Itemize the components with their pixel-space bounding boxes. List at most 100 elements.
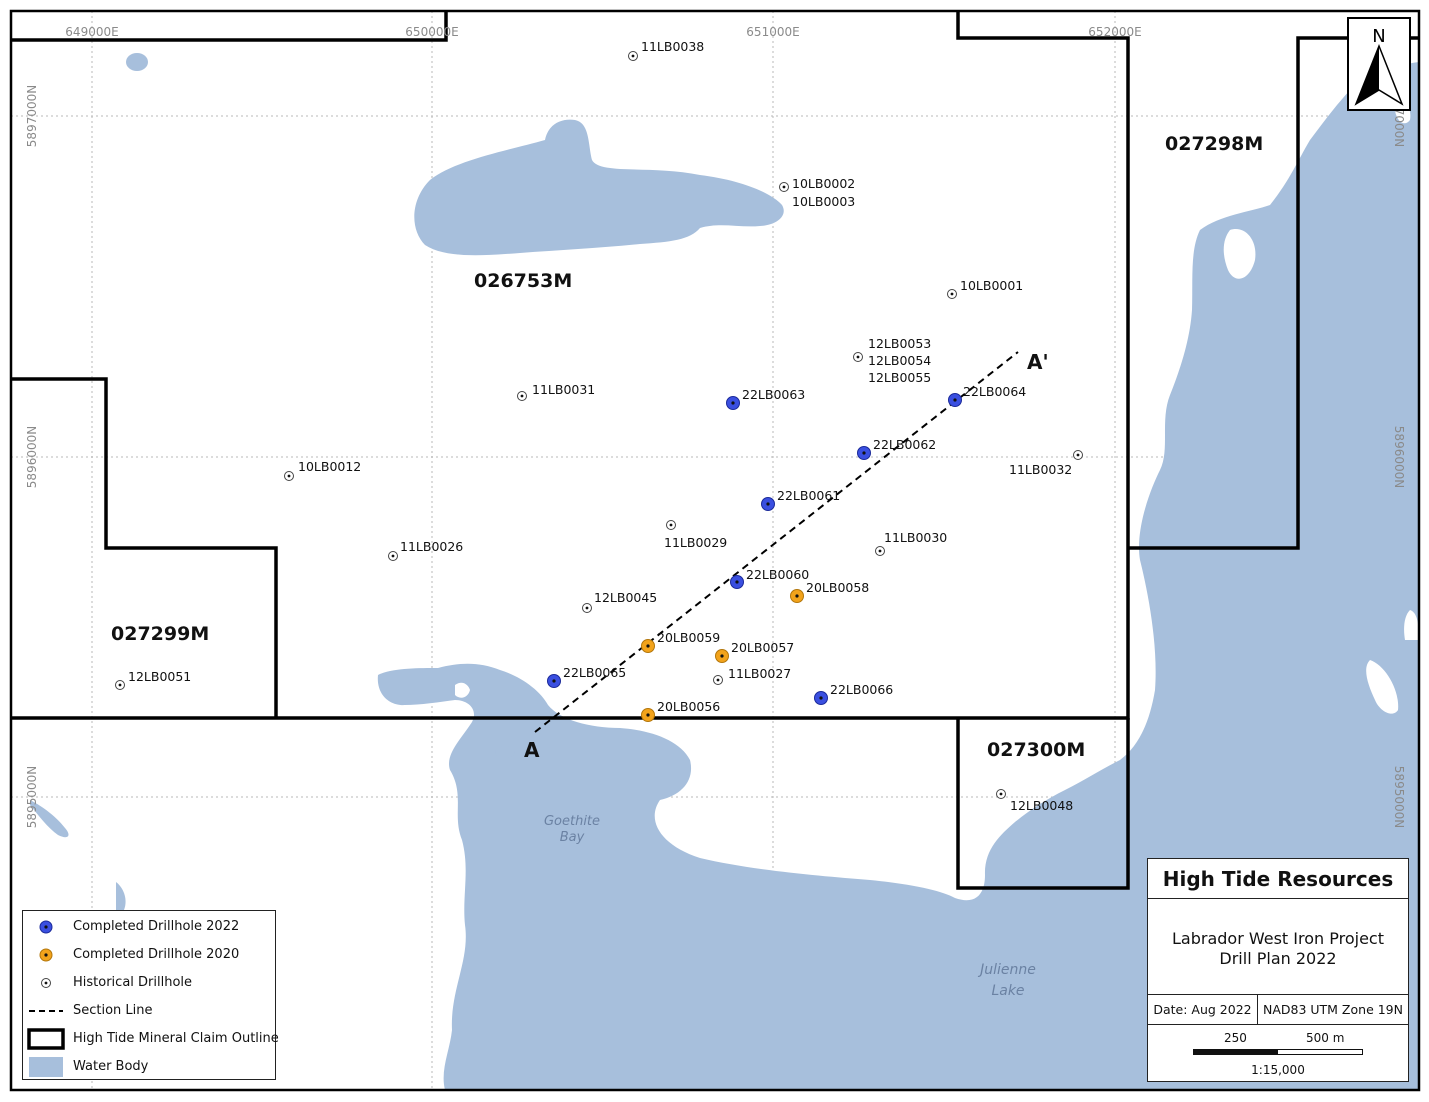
drillholes: 11LB0038 10LB0002 10LB0003 10LB0001 12LB… [115, 39, 1083, 814]
scale-label-500: 500 m [1306, 1031, 1345, 1045]
drillhole-label: 22LB0062 [873, 437, 936, 452]
drillhole-label: 20LB0059 [657, 630, 720, 645]
grid-label-5896000n: 5896000N [25, 426, 39, 488]
map-crs: NAD83 UTM Zone 19N [1262, 1002, 1403, 1017]
drillhole-12lb0048[interactable]: 12LB0048 [996, 789, 1074, 814]
map-date: Date: Aug 2022 [1148, 995, 1258, 1024]
drillhole-label-12lb0055: 12LB0055 [868, 370, 931, 385]
drillhole-12lb0045[interactable]: 12LB0045 [582, 590, 658, 613]
drillhole-22lb0060[interactable]: 22LB0060 [730, 567, 810, 589]
grid-label-651000e: 651000E [746, 25, 799, 39]
legend-item-2022: Completed Drillhole 2022 [23, 915, 275, 939]
drillhole-22lb0061[interactable]: 22LB0061 [761, 488, 841, 511]
drillhole-20lb0059[interactable]: 20LB0059 [641, 630, 721, 653]
drillhole-label: 11LB0027 [728, 666, 791, 681]
drillhole-label: 22LB0060 [746, 567, 809, 582]
drillhole-11lb0029[interactable]: 11LB0029 [664, 520, 727, 551]
drillhole-10lb0002[interactable]: 10LB0002 [779, 176, 856, 192]
drillhole-11lb0030[interactable]: 11LB0030 [875, 530, 948, 556]
drillhole-22lb0062[interactable]: 22LB0062 [857, 437, 937, 460]
drillhole-11lb0031[interactable]: 11LB0031 [517, 382, 596, 401]
drillhole-label: 12LB0051 [128, 669, 191, 684]
drillhole-label-12lb0054: 12LB0054 [868, 353, 931, 368]
grid-label-652000e: 652000E [1088, 25, 1141, 39]
date-crs-row: Date: Aug 2022 NAD83 UTM Zone 19N [1148, 995, 1408, 1025]
grid-label-649000e: 649000E [65, 25, 118, 39]
legend-item-2020: Completed Drillhole 2020 [23, 943, 275, 967]
claim-label-027298m: 027298M [1165, 133, 1263, 155]
legend-item-water: Water Body [23, 1055, 275, 1079]
drillhole-label: 11LB0032 [1009, 462, 1072, 477]
drillhole-label: 12LB0053 [868, 336, 931, 351]
project-line-1: Labrador West Iron Project [1172, 929, 1384, 948]
claim-label-027300m: 027300M [987, 739, 1085, 761]
section-line [534, 351, 1019, 733]
drillhole-20lb0056[interactable]: 20LB0056 [641, 699, 721, 722]
grid-label-5896000n-right: 5896000N [1392, 426, 1406, 488]
grid-label-650000e: 650000E [405, 25, 458, 39]
drillhole-11lb0032[interactable]: 11LB0032 [1009, 450, 1083, 478]
north-arrow-label: N [1372, 26, 1385, 47]
drillhole-label: 10LB0002 [792, 176, 855, 191]
water-bodies [30, 53, 1419, 1090]
drillhole-2022-icon [39, 920, 53, 934]
map-legend: Completed Drillhole 2022 Completed Drill… [22, 910, 279, 1080]
drillhole-10lb0001[interactable]: 10LB0001 [947, 278, 1024, 299]
drillhole-label: 11LB0030 [884, 530, 947, 545]
claim-outline-icon [27, 1028, 65, 1050]
drillhole-20lb0058[interactable]: 20LB0058 [790, 580, 870, 603]
drillhole-20lb0057[interactable]: 20LB0057 [715, 640, 795, 663]
legend-label: Section Line [73, 1003, 153, 1018]
section-label-a-prime: A' [1027, 350, 1049, 374]
drillhole-label: 20LB0056 [657, 699, 720, 714]
drillhole-11lb0026[interactable]: 11LB0026 [388, 539, 464, 561]
drillhole-11lb0038[interactable]: 11LB0038 [628, 39, 705, 61]
water-label-lake: Lake [991, 983, 1024, 999]
drillhole-label: 10LB0012 [298, 459, 361, 474]
lake-islands [455, 99, 1419, 714]
drillhole-22lb0066[interactable]: 22LB0066 [814, 682, 894, 705]
drillhole-10lb0012[interactable]: 10LB0012 [284, 459, 362, 481]
water-label-julienne: Julienne [977, 962, 1036, 978]
title-block: High Tide Resources Labrador West Iron P… [1147, 858, 1409, 1082]
water-label-goethite: Goethite [544, 814, 600, 829]
drillhole-12lb0053[interactable]: 12LB0053 [853, 336, 932, 362]
legend-label: High Tide Mineral Claim Outline [73, 1031, 279, 1046]
drillhole-label: 10LB0001 [960, 278, 1023, 293]
drillhole-22lb0063[interactable]: 22LB0063 [726, 387, 806, 410]
drillhole-label: 11LB0029 [664, 535, 727, 550]
project-title: Labrador West Iron Project Drill Plan 20… [1148, 899, 1408, 995]
drillhole-label: 22LB0065 [563, 665, 626, 680]
drillhole-label: 20LB0058 [806, 580, 869, 595]
legend-label: Historical Drillhole [73, 975, 193, 990]
drillhole-label: 12LB0048 [1010, 798, 1073, 813]
scale-label-250: 250 [1224, 1031, 1247, 1045]
claim-labels: 026753M 027298M 027299M 027300M [111, 133, 1263, 761]
legend-item-claim: High Tide Mineral Claim Outline [23, 1027, 279, 1051]
drillhole-label-10lb0003: 10LB0003 [792, 194, 855, 209]
legend-label: Completed Drillhole 2022 [73, 919, 240, 934]
legend-item-historical: Historical Drillhole [23, 971, 275, 995]
drillhole-label: 11LB0031 [532, 382, 595, 397]
section-line-icon [29, 1010, 63, 1012]
drillhole-label: 20LB0057 [731, 640, 794, 655]
company-name: High Tide Resources [1148, 859, 1408, 899]
claim-label-027299m: 027299M [111, 623, 209, 645]
drillhole-2020-icon [39, 948, 53, 962]
grid-labels: 649000E 650000E 651000E 652000E 5897000N… [25, 25, 1406, 828]
claim-label-026753m: 026753M [474, 270, 572, 292]
drillhole-label: 22LB0066 [830, 682, 893, 697]
drillhole-label: 11LB0026 [400, 539, 463, 554]
drillhole-label: 22LB0061 [777, 488, 840, 503]
drillhole-12lb0051[interactable]: 12LB0051 [115, 669, 192, 690]
legend-item-section: Section Line [23, 999, 275, 1023]
project-line-2: Drill Plan 2022 [1219, 949, 1337, 968]
water-labels: Goethite Bay Julienne Lake [544, 814, 1036, 999]
drillhole-label: 12LB0045 [594, 590, 657, 605]
grid-label-5895000n-right: 5895000N [1392, 766, 1406, 828]
drillhole-22lb0064[interactable]: 22LB0064 [948, 384, 1027, 407]
scale-bar: 250 500 m 1:15,000 [1148, 1025, 1408, 1081]
drillhole-22lb0065[interactable]: 22LB0065 [547, 665, 627, 688]
drillhole-11lb0027[interactable]: 11LB0027 [713, 666, 792, 685]
